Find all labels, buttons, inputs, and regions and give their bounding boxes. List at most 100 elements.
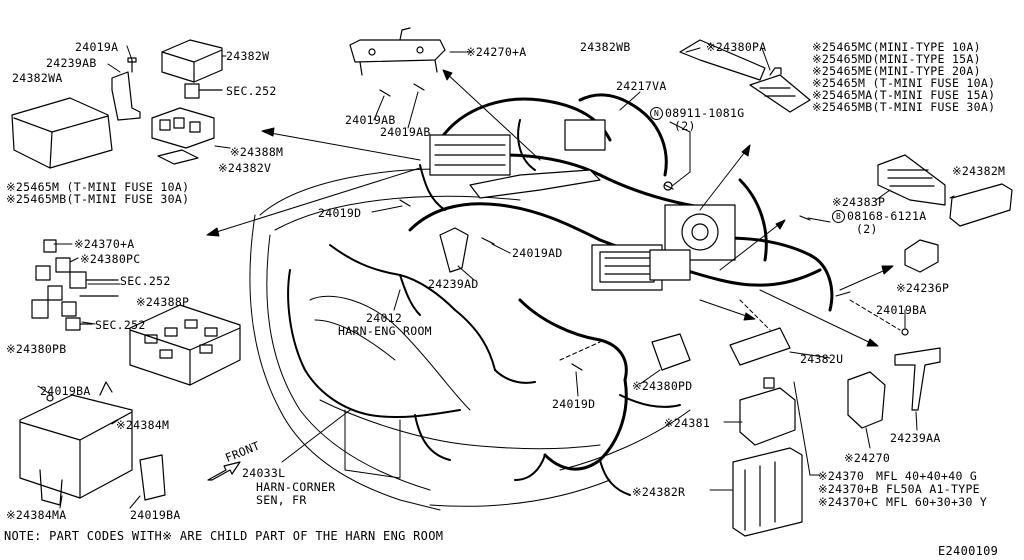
drawing-id: E2400109 [938,544,999,558]
relay-cluster-24380PB [31,239,119,331]
label-24382W: 24382W [226,49,270,63]
label-24033L: 24033L [242,466,286,480]
cover-24382U [729,327,791,366]
label-24239AB: 24239AB [46,56,97,70]
fuse-right-3: ※25465M (T-MINI FUSE 10A) [812,76,996,90]
fuse-right-0: ※25465MC(MINI-TYPE 10A) [812,40,981,54]
relay-box-24382W [161,39,223,83]
dashed-reference-lines [559,299,901,361]
label-24239AA: 24239AA [890,431,941,445]
bolt-symbol-icon: B [832,210,845,223]
fuse-right-1: ※25465MD(MINI-TYPE 15A) [812,52,981,66]
label-harn-eng-room: HARN-ENG ROOM [338,324,432,338]
label-24388P: ※24388P [136,295,190,309]
block-24383P [877,154,946,206]
label-24012: 24012 [366,311,403,325]
holder-24381 [739,377,796,446]
label-24239AD: 24239AD [428,277,479,291]
label-24384MA: ※24384MA [6,508,67,522]
fuse-right-5: ※25465MB(T-MINI FUSE 30A) [812,100,996,114]
label-24019AB-2: 24019AB [380,125,431,139]
engine-room-components [429,119,736,291]
nut-symbol-icon: N [650,107,663,120]
relay-block-24388P [129,304,241,386]
nut-code: 08911-1081G [665,106,745,120]
label-harn-corner: HARN-CORNER [256,480,336,494]
label-24019BA-bottom: 24019BA [130,508,181,522]
front-arrow [207,461,241,481]
fuse-list-left: ※25465M (T-MINI FUSE 10A) ※25465MB(T-MIN… [6,181,189,205]
vehicle-body-outline [249,168,691,511]
label-24236P: ※24236P [896,281,950,295]
label-sec252-left-1: SEC.252 [120,274,171,288]
label-24270: ※24270 [844,451,891,465]
fusebox-24384M [19,381,166,506]
fuse-box-24382R [732,447,803,537]
sec252-part-top [184,83,223,99]
direction-arrows [206,69,894,347]
label-24370B: ※24370+B [818,482,879,496]
label-24382R: ※24382R [632,485,686,499]
label-24382V: ※24382V [218,161,272,175]
fuse-left-1: ※25465MB(T-MINI FUSE 30A) [6,192,190,206]
label-24388M: ※24388M [230,145,284,159]
long-bracket [469,169,601,199]
leader-lines [37,45,955,509]
bracket-24239AA [894,328,941,411]
label-nut-qty: (2) [674,119,696,133]
label-24019BA-right: 24019BA [876,303,927,317]
label-24383P: ※24383P [832,195,886,209]
cover-24382M [949,183,1013,227]
label-24019D-2: 24019D [552,397,596,411]
footer-note: NOTE: PART CODES WITH※ ARE CHILD PART OF… [4,529,444,543]
label-24019BA-left: 24019BA [40,384,91,398]
label-bolt-qty: (2) [856,222,878,236]
harness-branch-cables [287,119,681,496]
label-24270A: ※24270+A [466,45,527,59]
label-24019A: 24019A [75,40,119,54]
label-24370B-desc: FL50A A1-TYPE [886,482,980,496]
label-24381: ※24381 [664,416,711,430]
label-24384M: ※24384M [116,418,170,432]
bracket-24236P [904,239,939,273]
fuse-right-4: ※25465MA(T-MINI FUSE 15A) [812,88,996,102]
label-24019AD: 24019AD [512,246,563,260]
label-24380PD: ※24380PD [632,379,693,393]
label-24382M: ※24382M [952,164,1006,178]
label-24019AB-1: 24019AB [345,113,396,127]
label-sec252-left-2: SEC.252 [95,318,146,332]
label-24370-desc: MFL 40+40+40 G [876,469,978,483]
bolt-code: 08168-6121A [847,209,927,223]
fuse-block-24380PA [679,39,811,113]
label-sec252-top: SEC.252 [226,84,277,98]
label-24370: ※24370 [818,469,865,483]
cover-24382WA [11,97,113,169]
label-24217VA: 24217VA [616,79,667,93]
label-24382U: 24382U [800,352,844,366]
fuse-list-right: ※25465MC(MINI-TYPE 10A) ※25465MD(MINI-TY… [812,41,995,113]
label-sen-fr: SEN, FR [256,493,307,507]
bracket-24270A [349,27,446,76]
label-24380PB: ※24380PB [6,342,67,356]
label-24380PA: ※24380PA [706,40,767,54]
fuse-left-0: ※25465M (T-MINI FUSE 10A) [6,180,190,194]
label-24382WB: 24382WB [580,40,631,54]
bracket-24239AD [439,227,469,273]
label-24370A: ※24370+A [74,237,135,251]
fuse-right-2: ※25465ME(MINI-TYPE 20A) [812,64,981,78]
bolts [379,83,811,371]
plate-24382V [157,149,199,165]
label-24382WA: 24382WA [12,71,63,85]
bracket-24239AB [111,57,141,121]
label-24370C-desc: MFL 60+30+30 Y [886,495,988,509]
holder-24270 [847,371,886,429]
relay-holder-24388M [151,107,215,149]
block-24380PD [651,333,691,371]
label-24019D-1: 24019D [318,206,362,220]
label-24380PC: ※24380PC [80,252,141,266]
label-24370C: ※24370+C [818,495,879,509]
